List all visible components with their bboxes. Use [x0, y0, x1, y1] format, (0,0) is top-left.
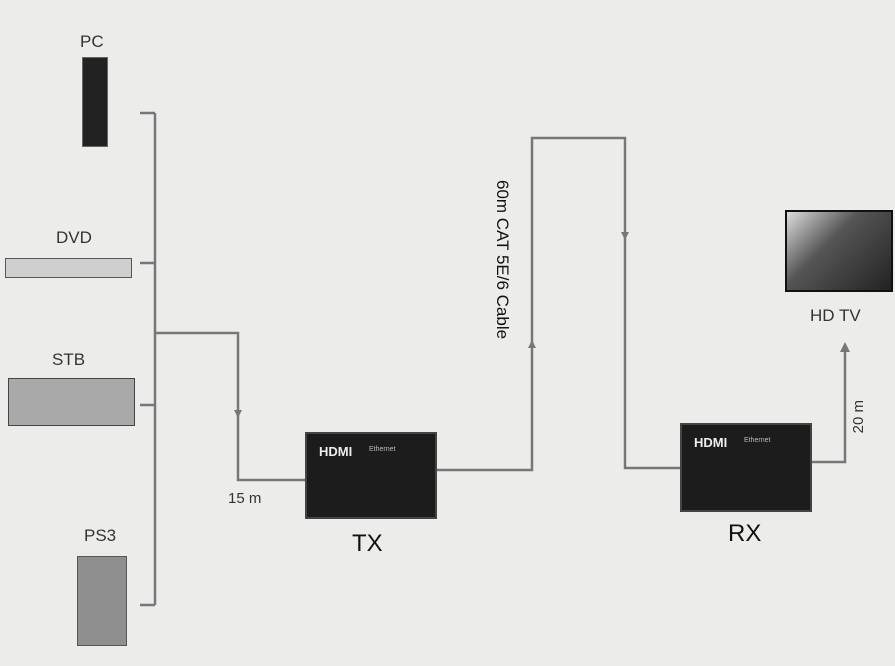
- rx-label: RX: [728, 520, 762, 547]
- dvd-icon: [5, 258, 132, 278]
- cable-out-length: 20 m: [850, 400, 867, 434]
- source-bus: [140, 111, 157, 607]
- ethernet-text: Ethernet: [744, 437, 771, 444]
- tx-unit: HDMI Ethernet: [305, 432, 437, 519]
- tv-icon: [785, 210, 893, 292]
- ps3-label: PS3: [84, 526, 117, 545]
- hdtv-label: HD TV: [810, 306, 861, 325]
- rx-unit: HDMI Ethernet: [680, 423, 812, 512]
- cat-cable-line: [435, 136, 680, 472]
- pc-label: PC: [80, 32, 104, 51]
- stb-icon: [8, 378, 135, 426]
- hdmi-logo: HDMI: [694, 435, 728, 450]
- pc-icon: [82, 57, 108, 147]
- stb-label: STB: [52, 350, 86, 369]
- cat-cable-label: 60m CAT 5E/6 Cable: [493, 180, 512, 340]
- arrow-icon: [528, 340, 536, 348]
- ps3-icon: [77, 556, 127, 646]
- arrow-icon: [234, 410, 242, 418]
- tv-output-line: [810, 348, 847, 464]
- arrow-icon: [621, 232, 629, 240]
- tx-label: TX: [352, 530, 383, 557]
- dvd-label: DVD: [56, 228, 92, 247]
- hdmi-logo: HDMI: [319, 444, 353, 459]
- arrow-icon: [840, 342, 850, 352]
- cable-in-length: 15 m: [228, 490, 262, 507]
- tx-input-line: [155, 331, 305, 482]
- ethernet-text: Ethernet: [369, 446, 396, 453]
